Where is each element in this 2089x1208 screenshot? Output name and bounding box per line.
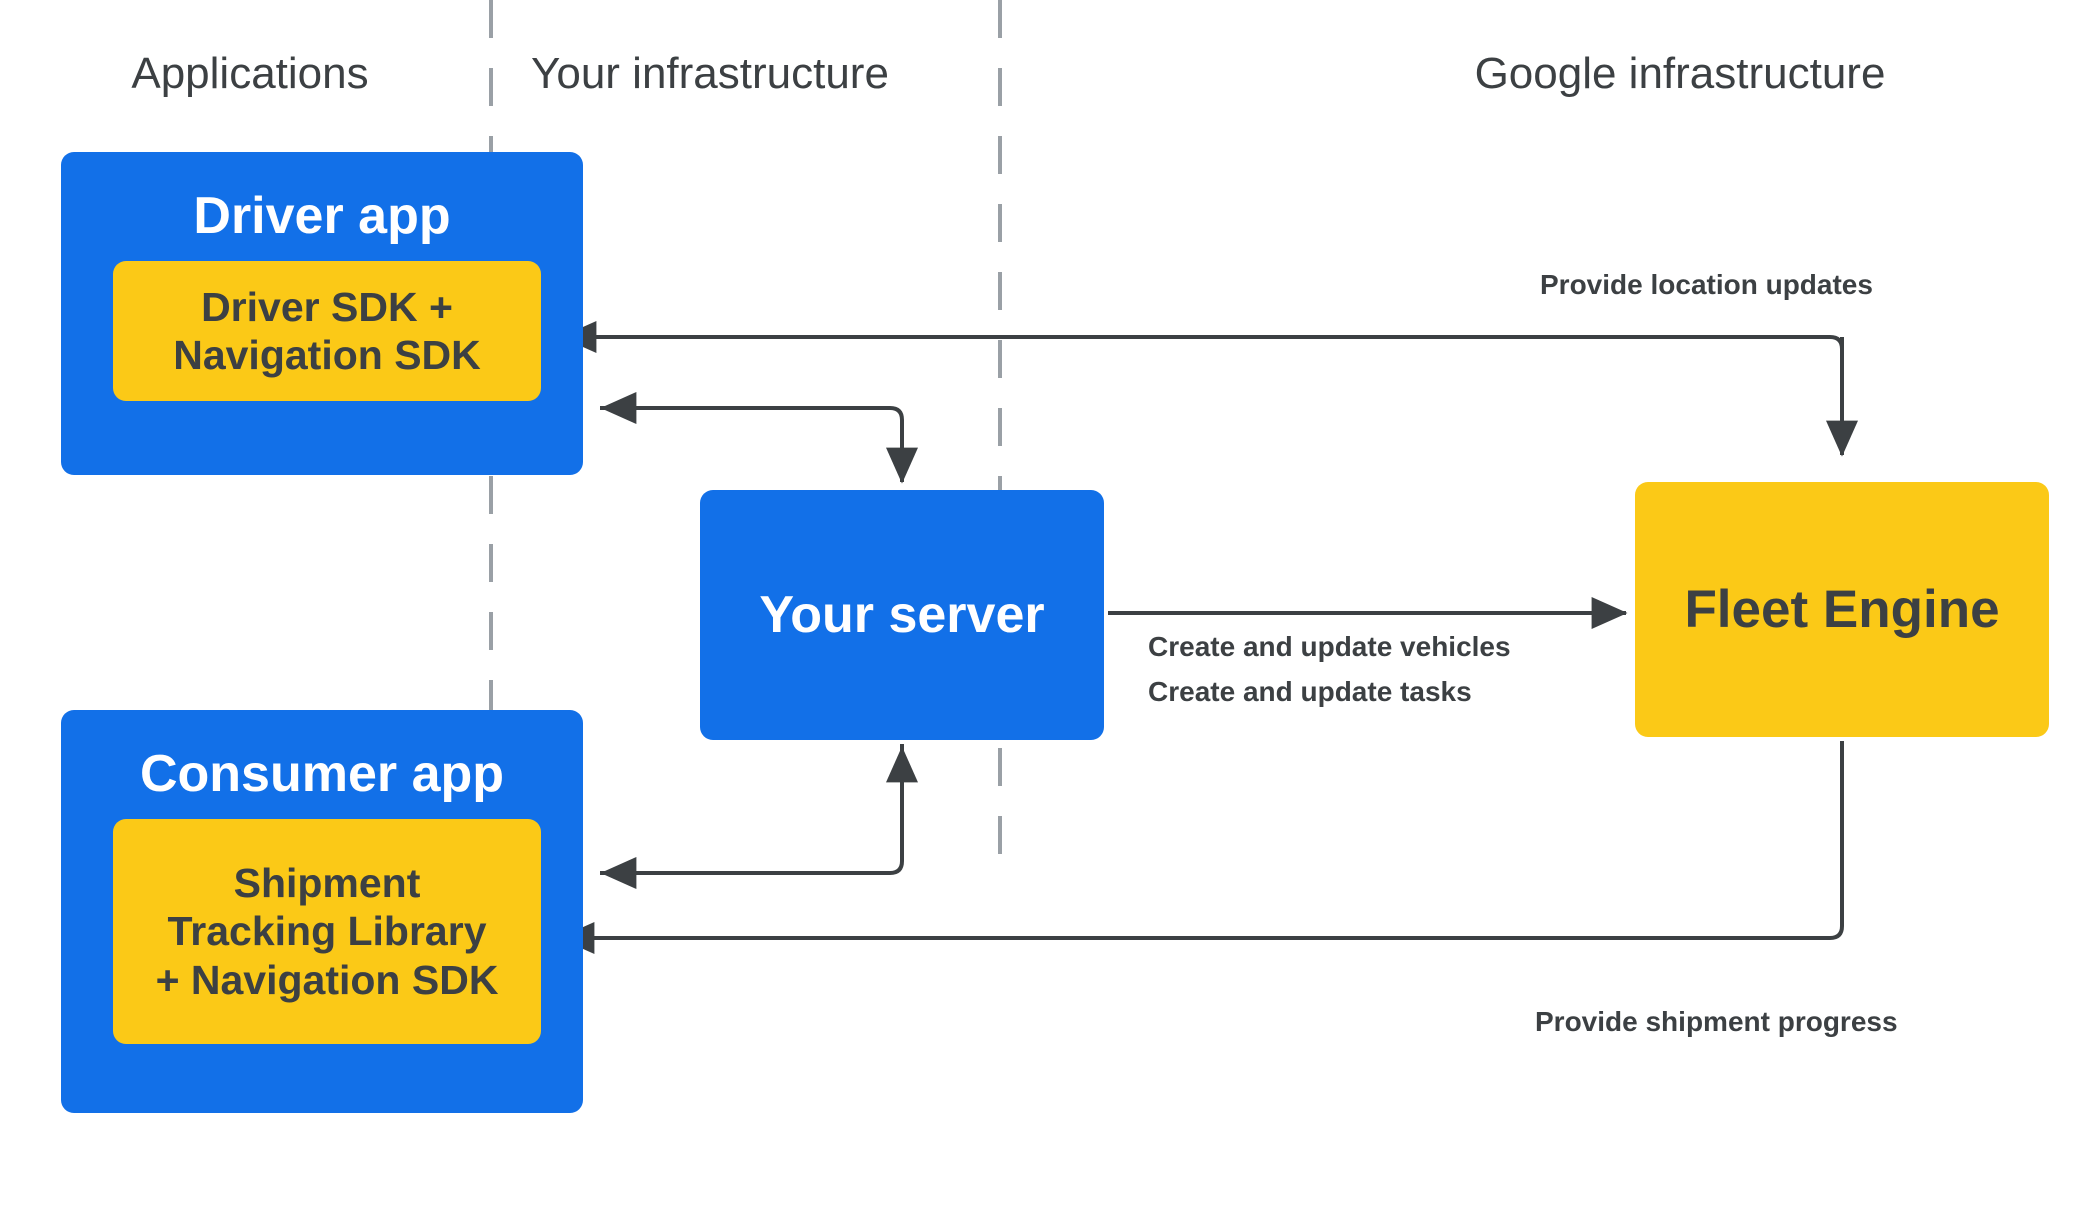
node-driver-sdk[interactable]: Driver SDK + Navigation SDK bbox=[113, 261, 541, 401]
driver-sdk-line-2: Navigation SDK bbox=[173, 332, 481, 378]
edge-label-create-and-update-vehicles: Create and update vehicles bbox=[1148, 631, 1511, 662]
fleet-engine-label: Fleet Engine bbox=[1684, 580, 2000, 639]
driver-sdk-line-1: Driver SDK + bbox=[201, 283, 453, 330]
node-shipment-tracking-library[interactable]: Shipment Tracking Library + Navigation S… bbox=[113, 819, 541, 1044]
shipment-tracking-line-1: Shipment bbox=[233, 859, 421, 906]
edge-label-provide-shipment-progress: Provide shipment progress bbox=[1535, 1006, 1898, 1037]
edge-server-to-consumer-app bbox=[600, 744, 904, 875]
column-header-google-infrastructure: Google infrastructure bbox=[1474, 49, 1886, 98]
node-driver-app[interactable]: Driver app Driver SDK + Navigation SDK bbox=[61, 152, 583, 475]
shipment-tracking-line-2: Tracking Library bbox=[167, 908, 487, 955]
shipment-tracking-line-3: + Navigation SDK bbox=[155, 956, 499, 1003]
column-header-your-infrastructure: Your infrastructure bbox=[531, 49, 889, 98]
node-fleet-engine[interactable]: Fleet Engine bbox=[1635, 482, 2049, 737]
edge-shipment-progress bbox=[600, 741, 1844, 940]
column-header-applications: Applications bbox=[131, 49, 369, 98]
consumer-app-title: Consumer app bbox=[139, 745, 505, 803]
edge-location-updates-horizontal bbox=[570, 335, 1844, 350]
driver-app-title: Driver app bbox=[193, 187, 451, 245]
your-server-label: Your server bbox=[759, 586, 1045, 644]
node-your-server[interactable]: Your server bbox=[700, 490, 1104, 740]
edge-server-to-driver-app bbox=[600, 406, 904, 463]
node-consumer-app[interactable]: Consumer app Shipment Tracking Library +… bbox=[61, 710, 583, 1113]
edge-label-provide-location-updates: Provide location updates bbox=[1540, 269, 1873, 300]
edge-label-create-and-update-tasks: Create and update tasks bbox=[1148, 676, 1472, 707]
